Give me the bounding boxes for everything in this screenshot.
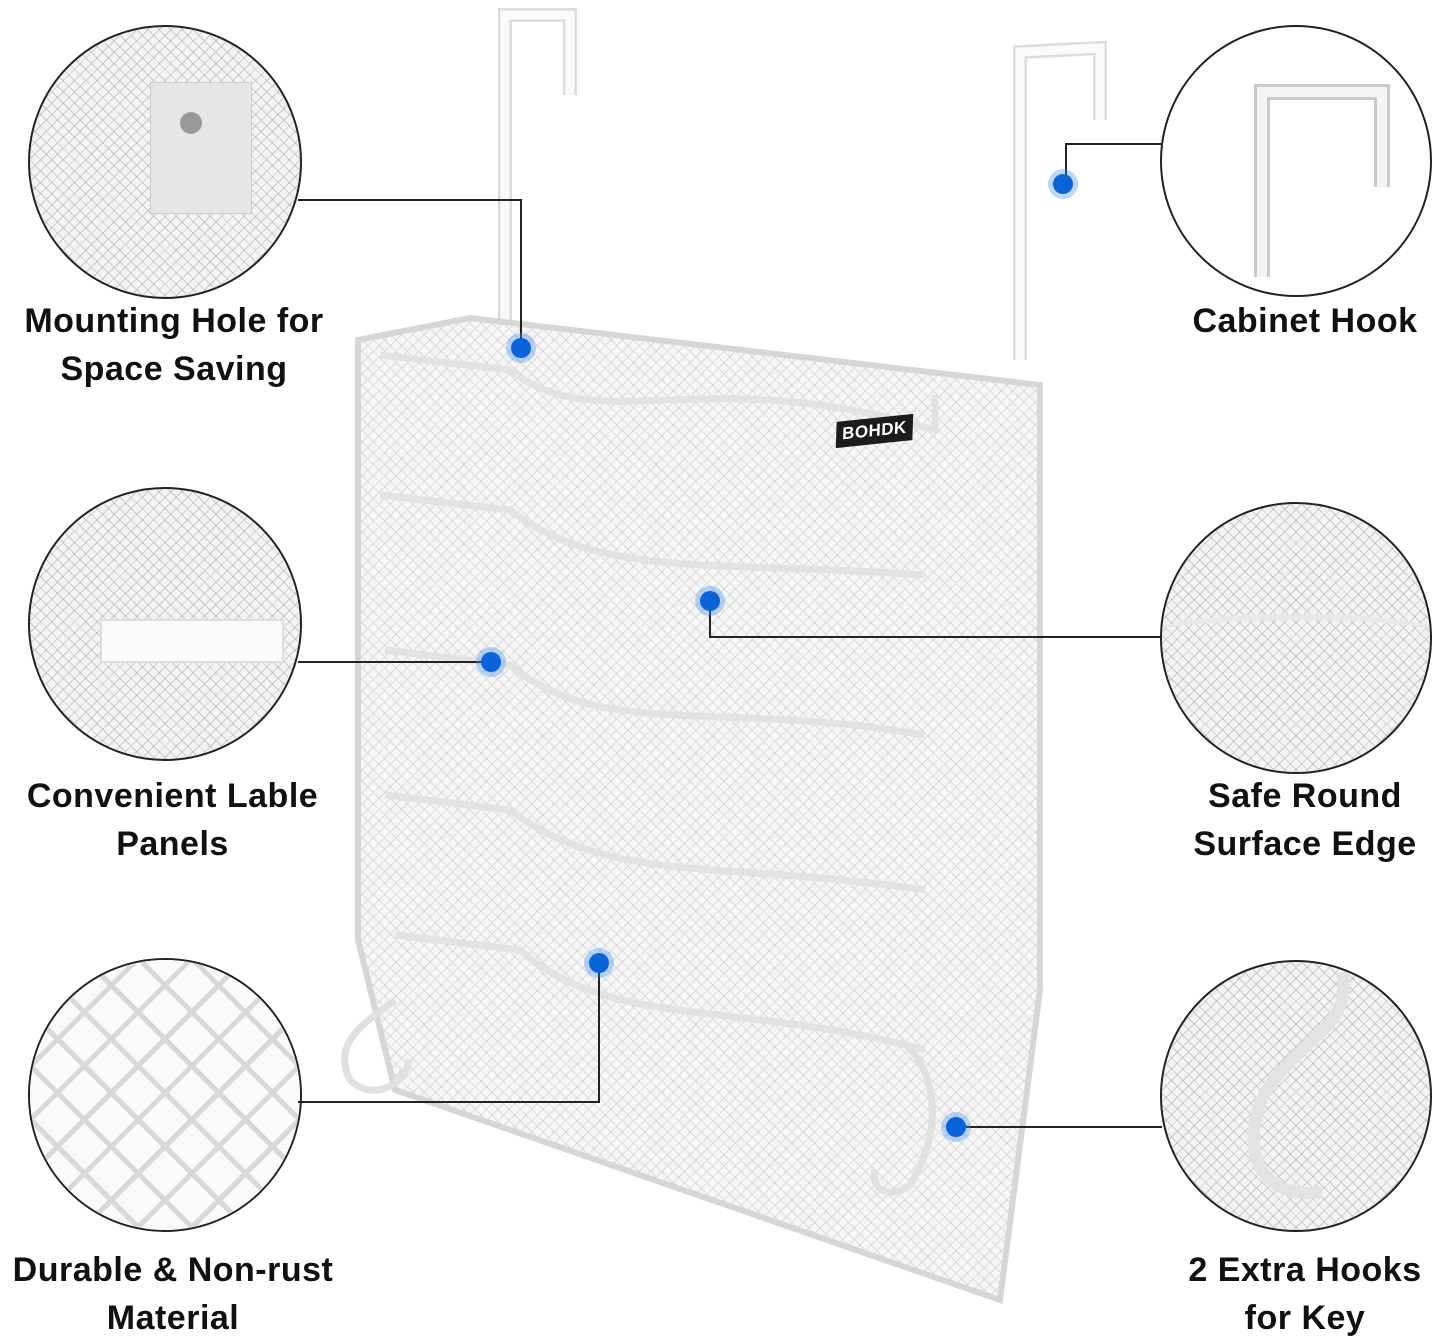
extra-hooks-detail-circle: [1160, 960, 1432, 1232]
feature-label-material: Durable & Non-rust Material: [0, 1246, 346, 1342]
connector-line: [298, 199, 522, 201]
label-line: Panels: [116, 825, 229, 863]
label-line: Material: [106, 1299, 240, 1337]
connector-line: [956, 1126, 1162, 1128]
connector-line: [520, 199, 522, 347]
mounting-plate: [150, 82, 252, 214]
label-line: Surface Edge: [1193, 825, 1417, 863]
hotspot-extra-hooks: [946, 1117, 966, 1137]
label-line: Cabinet Hook: [1192, 302, 1418, 340]
label-line: Safe Round: [1208, 777, 1402, 815]
connector-line: [298, 1101, 600, 1103]
label-line: for Key: [1244, 1299, 1366, 1337]
hotspot-round-edge: [700, 591, 720, 611]
connector-line: [709, 602, 711, 637]
feature-label-mounting-hole: Mounting Hole for Space Saving: [0, 297, 348, 393]
feature-label-round-edge: Safe Round Surface Edge: [1170, 772, 1440, 868]
keyhole-icon: [180, 112, 202, 134]
connector-line: [598, 963, 600, 1103]
material-detail-circle: [28, 958, 302, 1232]
s-hook-illustration: [1247, 970, 1350, 1199]
mounting-hole-detail-circle: [28, 25, 302, 299]
cabinet-hook-detail-circle: [1160, 25, 1432, 297]
round-edge-detail-circle: [1160, 502, 1432, 774]
round-edge: [1162, 614, 1430, 660]
label-line: Durable & Non-rust: [12, 1251, 334, 1289]
hotspot-cabinet-hook: [1053, 174, 1073, 194]
label-line: Mounting Hole for: [24, 302, 324, 340]
mesh-texture: [30, 960, 300, 1230]
label-line: Space Saving: [60, 350, 288, 388]
hotspot-mounting-hole: [511, 338, 531, 358]
feature-label-extra-hooks: 2 Extra Hooks for Key: [1165, 1246, 1445, 1342]
connector-line: [1065, 143, 1162, 145]
label-line: 2 Extra Hooks: [1188, 1251, 1422, 1289]
label-panel: [100, 619, 284, 663]
feature-label-cabinet-hook: Cabinet Hook: [1170, 297, 1440, 345]
hotspot-label-panel: [481, 652, 501, 672]
connector-line: [1065, 143, 1067, 183]
hotspot-material: [589, 953, 609, 973]
label-line: Convenient Lable: [26, 777, 319, 815]
hook-illustration: [1254, 84, 1390, 277]
feature-label-label-panels: Convenient Lable Panels: [0, 772, 345, 868]
mesh-texture: [1162, 962, 1430, 1230]
label-panel-detail-circle: [28, 487, 302, 761]
connector-line: [298, 661, 490, 663]
connector-line: [709, 636, 1162, 638]
